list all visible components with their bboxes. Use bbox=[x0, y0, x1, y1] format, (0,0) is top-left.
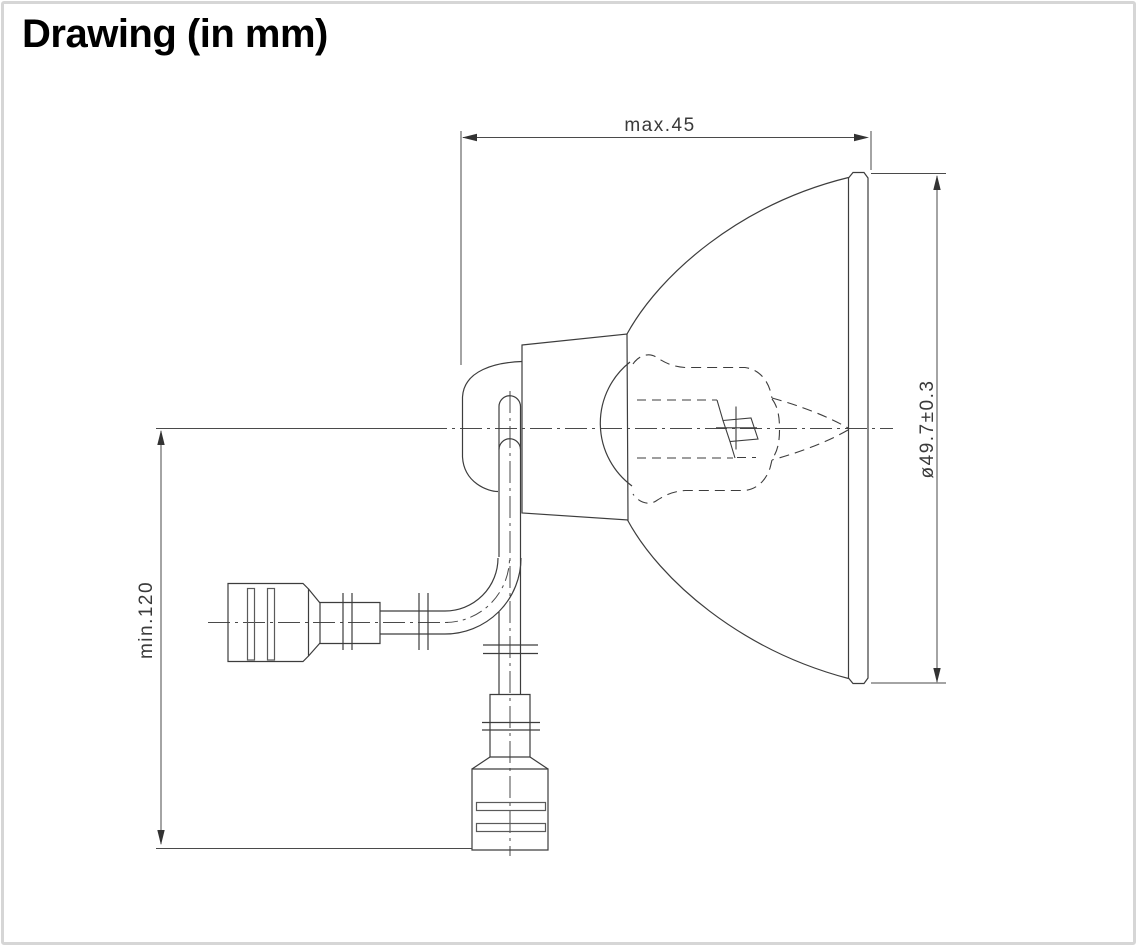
dim-length-label: min.120 bbox=[136, 581, 157, 659]
dim-length-arrow-top bbox=[157, 430, 165, 445]
cable-tube-inner-arc bbox=[498, 438, 522, 450]
connector-bottom-body bbox=[471, 768, 549, 851]
cable-break-marks-vertical-run bbox=[483, 644, 538, 655]
dim-diameter-label: ø49.7±0.3 bbox=[917, 380, 938, 479]
cable-tube-top-arc bbox=[498, 395, 522, 407]
connector-left bbox=[227, 582, 381, 663]
cable-elbow-inner-arc bbox=[444, 557, 499, 612]
connector-bottom-break-marks bbox=[482, 721, 540, 731]
lamp-capsule bbox=[632, 354, 849, 504]
reflector-rim bbox=[847, 171, 869, 685]
reflector-neck bbox=[521, 333, 629, 521]
dim-diameter-arrow-top bbox=[933, 175, 941, 190]
dim-diameter-arrow-bottom bbox=[933, 668, 941, 683]
dim-width-arrow-left bbox=[462, 133, 477, 142]
connector-bottom-slot-2 bbox=[475, 822, 547, 833]
reflector-bell-top-curve bbox=[626, 176, 849, 335]
connector-bottom-shoulders bbox=[471, 756, 549, 770]
connector-left-taper bbox=[308, 588, 321, 657]
connector-bottom bbox=[471, 693, 549, 851]
page-title: Drawing (in mm) bbox=[22, 12, 328, 56]
capsule-end-top bbox=[771, 398, 781, 429]
burner-parallelogram bbox=[722, 417, 759, 443]
burner-slant-top bbox=[716, 399, 724, 421]
connector-bottom-slot-1 bbox=[475, 801, 547, 812]
reflector bbox=[521, 171, 869, 685]
capsule-tip-funnel-top bbox=[771, 397, 849, 429]
capsule-outline-top bbox=[632, 354, 773, 399]
connector-left-slot-2 bbox=[266, 587, 276, 661]
centerlines bbox=[156, 391, 893, 856]
burner-slant-bottom bbox=[729, 441, 736, 459]
cable-elbow-outer-arc bbox=[444, 557, 522, 635]
dim-width-arrow-right bbox=[854, 133, 869, 142]
cable-boot bbox=[461, 360, 523, 493]
burner bbox=[716, 399, 759, 459]
connector-left-slot-1 bbox=[246, 587, 256, 661]
dimension-diameter: ø49.7±0.3 bbox=[871, 173, 946, 684]
dim-width-label: max.45 bbox=[624, 115, 695, 136]
dimension-cable-length-min: min.120 bbox=[136, 430, 472, 849]
capsule-outline-bottom bbox=[632, 459, 773, 504]
capsule-end-bottom bbox=[771, 429, 781, 460]
reflector-bell-bottom-curve bbox=[626, 519, 849, 680]
cable-break-marks-horizontal-run bbox=[342, 593, 429, 650]
elbow-centerline-arc bbox=[444, 557, 510, 623]
capsule-tip-funnel-bottom bbox=[771, 429, 849, 461]
inner-tube-bottom bbox=[637, 456, 756, 459]
dimension-width-max: max.45 bbox=[460, 115, 872, 365]
reflector-dome-arc bbox=[599, 361, 633, 487]
dim-length-arrow-bottom bbox=[157, 830, 165, 845]
cable bbox=[342, 360, 538, 694]
connector-left-sleeve bbox=[319, 601, 381, 645]
